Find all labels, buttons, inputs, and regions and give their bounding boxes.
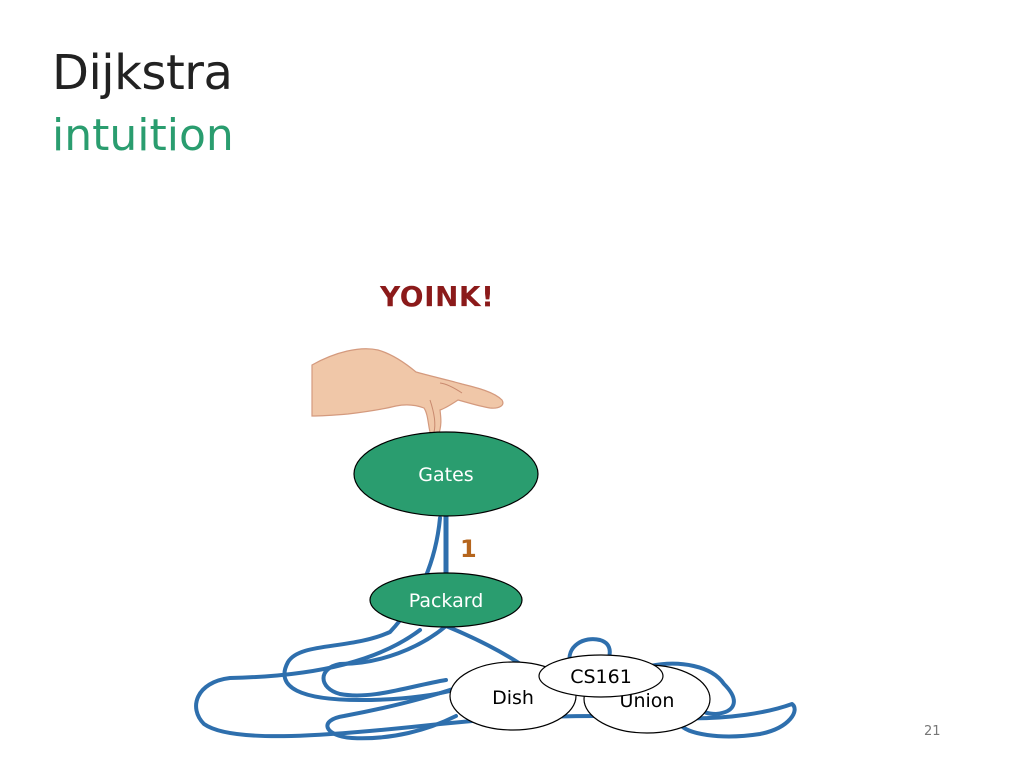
node-packard-shape [369,572,523,628]
node-gates-shape [353,431,539,517]
node-cs161-shape [538,654,664,698]
exclamation-text: YOINK! [380,280,495,313]
node-dish-label: Dish [492,687,534,709]
node-cs161: CS161 [538,654,664,698]
node-gates-label: Gates [418,464,473,486]
node-packard-label: Packard [409,590,484,612]
node-packard: Packard [369,572,523,628]
node-union-label: Union [620,690,675,712]
node-gates: Gates [353,431,539,517]
page-subtitle: intuition [52,110,234,161]
edge-loop-mid [321,624,448,698]
edge-loop-inner [325,686,458,741]
edge-weight-label: 1 [460,535,477,563]
node-cs161-label: CS161 [570,666,632,688]
slide-number: 21 [924,724,941,739]
page-title: Dijkstra [52,45,233,101]
hand-pinching-icon [311,348,504,439]
